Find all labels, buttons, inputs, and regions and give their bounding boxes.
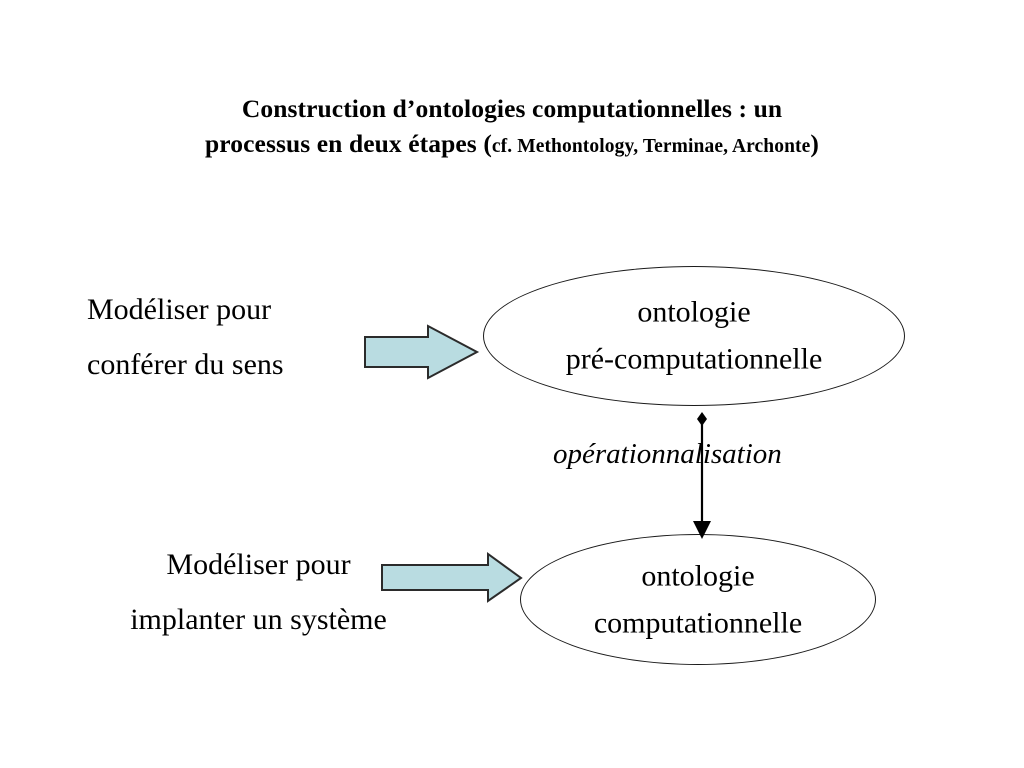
label-modeliser-conferer-line-2: conférer du sens — [87, 347, 284, 381]
node-pre-line-2: pré-computationnelle — [565, 343, 823, 376]
title-paren-open: ( — [483, 129, 492, 159]
edge-label-operationnalisation: opérationnalisation — [553, 438, 782, 470]
operationnalisation-diamond-marker — [697, 412, 707, 426]
label-modeliser-implanter-line-1: Modéliser pour — [166, 548, 351, 581]
label-modeliser-conferer: Modéliser pour conférer du sens — [87, 283, 284, 393]
title-citation: cf. Methontology, Terminae, Archonte — [491, 136, 811, 158]
node-pre-line-1: ontologie — [637, 295, 751, 329]
title-line-2: processus en deux étapes (cf. Methontolo… — [90, 127, 934, 160]
node-comp-line-2: computationnelle — [593, 606, 803, 640]
label-modeliser-conferer-line-1: Modéliser pour — [87, 293, 272, 326]
title-line-1: Construction d’ontologies computationnel… — [241, 94, 783, 123]
page-title: Construction d’ontologies computationnel… — [90, 92, 934, 160]
node-ontologie-computationnelle[interactable]: ontologie computationnelle — [520, 534, 876, 665]
node-ontologie-pre-computationnelle[interactable]: ontologie pré-computationnelle — [483, 266, 905, 406]
node-comp-text: ontologie computationnelle — [594, 552, 802, 647]
title-line-2-main: processus en deux étapes — [205, 129, 484, 159]
title-paren-close: ) — [810, 129, 819, 159]
node-comp-line-1: ontologie — [641, 559, 755, 593]
node-pre-text: ontologie pré-computationnelle — [566, 289, 823, 384]
arrow-conferer-to-pre-icon — [364, 324, 480, 380]
label-modeliser-implanter-line-2: implanter un système — [130, 602, 387, 636]
label-modeliser-implanter: Modéliser pour implanter un système — [86, 538, 431, 648]
